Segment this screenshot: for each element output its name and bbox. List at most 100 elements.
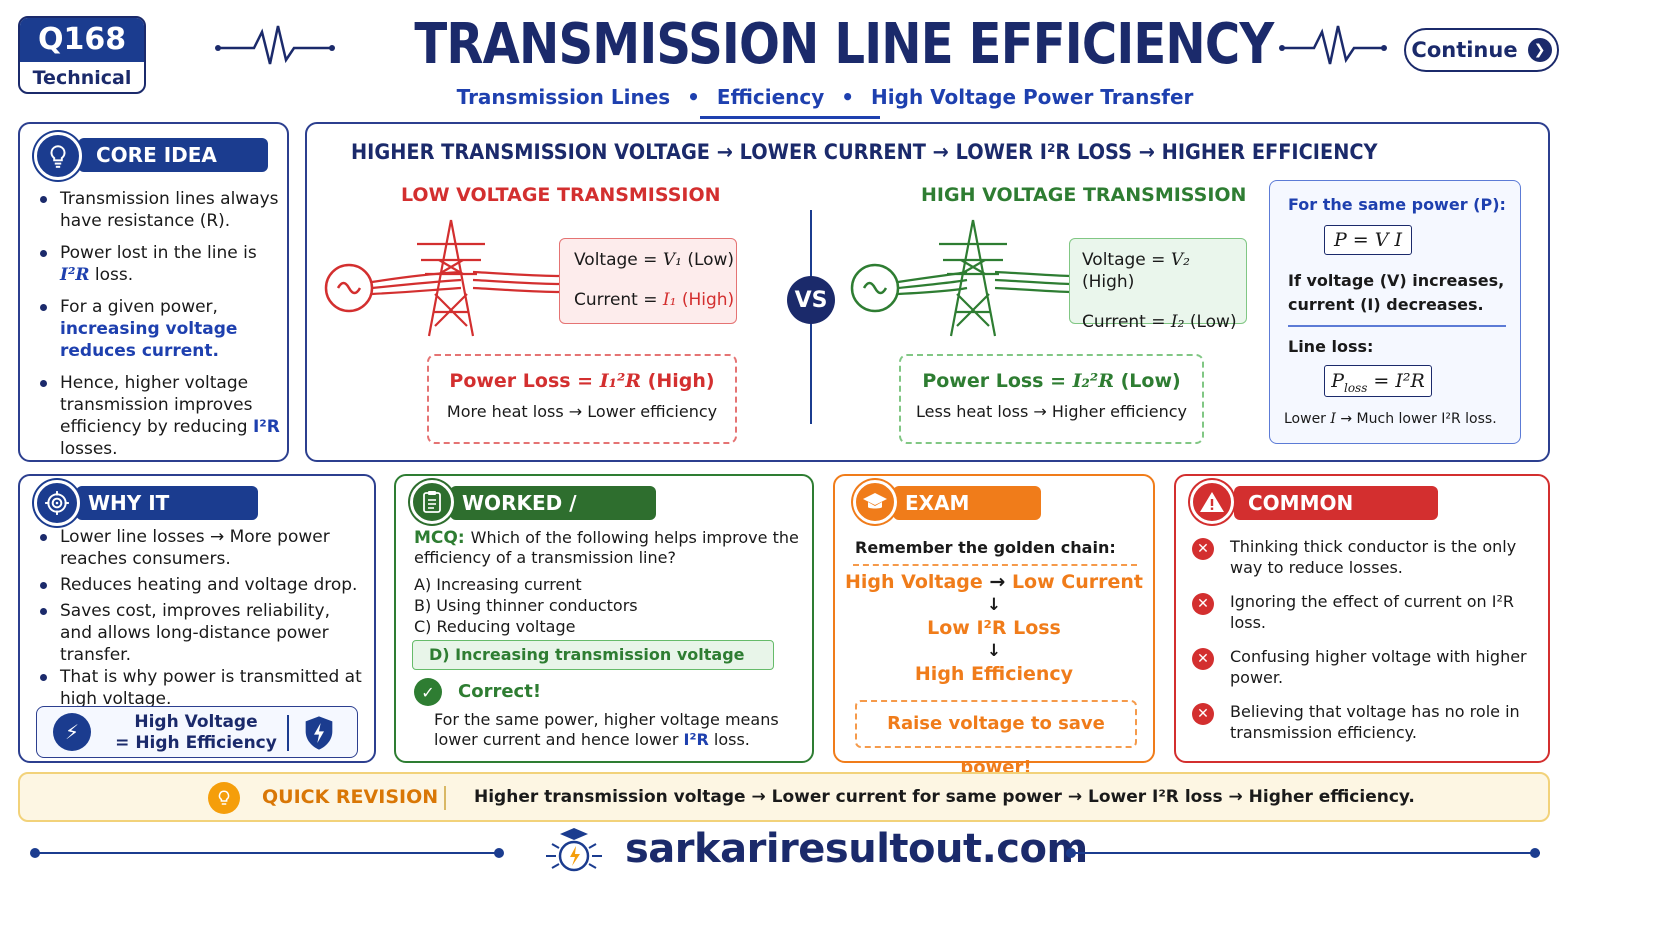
footer-dot — [1066, 848, 1076, 858]
core-idea-list: Transmission lines always have resistanc… — [34, 188, 284, 470]
core-idea-highlight: increasing voltage reduces current. — [60, 319, 238, 361]
pulse-left-icon — [215, 25, 335, 65]
trick-step-3: High Efficiency — [914, 663, 1074, 685]
core-idea-text: losses. — [60, 439, 118, 459]
formula: I₂ — [1170, 312, 1185, 332]
note: (High) — [641, 370, 715, 392]
core-idea-text: loss. — [89, 265, 134, 285]
clipboard-icon — [410, 480, 454, 524]
high-voltage-loss: Power Loss = I₂²R (Low) — [901, 370, 1202, 392]
why-panel: WHY IT MATTERS Lower line losses → More … — [18, 474, 376, 763]
worked-heading: WORKED / ANSWER — [450, 486, 656, 549]
mistake-text: Believing that voltage has no role in tr… — [1230, 702, 1520, 742]
continue-button[interactable]: Continue ❯ — [1404, 28, 1559, 72]
subtitle-topic-1: Transmission Lines — [456, 85, 671, 109]
formula: V₂ — [1170, 250, 1190, 270]
trick-text: Low Current — [1011, 571, 1143, 593]
cross-icon: ✕ — [1192, 538, 1214, 560]
formula: I₁ — [662, 290, 677, 310]
list-item: For a given power, increasing voltage re… — [34, 296, 284, 362]
graduation-cap-icon — [853, 480, 897, 524]
trick-step-2: Low I²R Loss — [927, 617, 1061, 639]
list-item: Reduces heating and voltage drop. — [34, 574, 364, 596]
banner-divider — [287, 715, 289, 751]
formula: I₁²R — [599, 370, 642, 392]
trick-step-1: High Voltage → Low Current — [835, 570, 1153, 594]
mistake-heading: COMMON MISTAKE — [1234, 486, 1438, 549]
cross-icon: ✕ — [1192, 593, 1214, 615]
arrow-right-icon: → — [989, 571, 1006, 593]
high-voltage-title: HIGH VOLTAGE TRANSMISSION — [921, 184, 1247, 206]
low-voltage-loss: Power Loss = I₁²R (High) — [429, 370, 735, 392]
arrow-right-icon: ❯ — [1527, 38, 1552, 62]
arrow-down-icon: ↓ — [986, 595, 1002, 615]
footer-line-right — [1070, 852, 1540, 854]
worked-explanation: For the same power, higher voltage means… — [434, 710, 794, 750]
lightbulb-icon — [34, 132, 82, 180]
cross-icon: ✕ — [1192, 648, 1214, 670]
mistake-text: Confusing higher voltage with higher pow… — [1230, 647, 1527, 687]
list-item: ✕ Confusing higher voltage with higher po… — [1192, 646, 1542, 701]
page-title: TRANSMISSION LINE EFFICIENCY — [414, 12, 1274, 77]
list-item: Power lost in the line is I²R loss. — [34, 242, 284, 286]
trick-panel: EXAM TRICK Remember the golden chain: Hi… — [833, 474, 1155, 778]
footer-dot — [494, 848, 504, 858]
why-heading: WHY IT MATTERS — [76, 486, 258, 549]
mistake-list: ✕ Thinking thick conductor is the only wa… — [1192, 536, 1542, 756]
explanation-text: loss. — [708, 730, 750, 749]
mcq-question: MCQ:Which of the following helps improve… — [414, 528, 804, 568]
why-banner: ⚡ High Voltage = High Efficiency — [36, 706, 358, 758]
why-banner-text: High Voltage = High Efficiency — [111, 712, 281, 754]
mistake-text: Ignoring the effect of current on I²R lo… — [1230, 592, 1514, 632]
formula-part: = I²R — [1367, 370, 1425, 392]
trick-slogan: Raise voltage to save power! — [855, 700, 1137, 778]
cross-icon: ✕ — [1192, 703, 1214, 725]
comparison-panel: HIGHER TRANSMISSION VOLTAGE → LOWER CURR… — [305, 122, 1550, 462]
label: Voltage = — [574, 250, 663, 270]
question-badge: Q168 Technical — [18, 16, 146, 94]
pulse-right-icon — [1279, 25, 1387, 65]
formula-box: For the same power (P): P = V I If volta… — [1269, 180, 1521, 444]
label: Power Loss = — [922, 370, 1073, 392]
mcq-option[interactable]: C) Reducing voltage — [414, 617, 576, 636]
subtitle-topic-3: High Voltage Power Transfer — [871, 85, 1194, 109]
trick-divider — [853, 564, 1137, 566]
label: Power Loss = — [449, 370, 600, 392]
mistake-text: Thinking thick conductor is the only way… — [1230, 537, 1517, 577]
formula-note: Lower I → Much lower I²R loss. — [1284, 411, 1497, 427]
mcq-option[interactable]: A) Increasing current — [414, 575, 582, 594]
mcq-question-text: Which of the following helps improve the… — [414, 528, 799, 567]
principle-chain: HIGHER TRANSMISSION VOLTAGE → LOWER CURR… — [351, 140, 1378, 164]
list-item: Hence, higher voltage transmission impro… — [34, 372, 284, 460]
core-idea-panel: CORE IDEA Transmission lines always have… — [18, 122, 289, 462]
continue-label: Continue — [1411, 38, 1518, 62]
trick-chain: High Voltage → Low Current ↓ Low I²R Los… — [835, 570, 1153, 686]
quick-revision-bar: QUICK REVISION Higher transmission volta… — [18, 772, 1550, 822]
high-voltage-tower-icon — [850, 219, 1073, 337]
label: Current = — [1082, 312, 1171, 332]
core-idea-formula: I²R — [60, 265, 90, 285]
explanation-formula: I²R — [683, 730, 709, 749]
low-voltage-loss-box: Power Loss = I₁²R (High) More heat loss … — [427, 354, 737, 444]
formula: I₂²R — [1072, 370, 1114, 392]
mcq-option[interactable]: B) Using thinner conductors — [414, 596, 638, 615]
low-current-row: Current = I₁ (High) — [574, 289, 736, 311]
formula-heading: For the same power (P): — [1288, 195, 1506, 214]
high-voltage-loss-sub: Less heat loss → Higher efficiency — [916, 402, 1187, 421]
low-voltage-title: LOW VOLTAGE TRANSMISSION — [401, 184, 721, 206]
mcq-answer[interactable]: D) Increasing transmission voltage — [412, 640, 774, 670]
high-voltage-row: Voltage = V₂ (High) — [1082, 249, 1246, 293]
vs-badge: VS — [787, 276, 835, 324]
revision-divider — [444, 786, 446, 810]
list-item: That is why power is transmitted at high… — [34, 666, 364, 710]
note: (Low) — [681, 250, 735, 270]
note: (Low) — [1113, 370, 1181, 392]
footer-site[interactable]: sarkariresultout.com — [625, 826, 1088, 872]
subtitle: Transmission Lines • Efficiency • High V… — [430, 84, 1220, 110]
warning-icon — [1190, 480, 1234, 524]
note-formula: I — [1330, 411, 1336, 427]
subtitle-separator: • — [687, 85, 700, 109]
formula-ploss: Ploss = I²R — [1324, 365, 1432, 397]
badge-label: Technical — [32, 67, 132, 89]
formula: V₁ — [662, 250, 682, 270]
